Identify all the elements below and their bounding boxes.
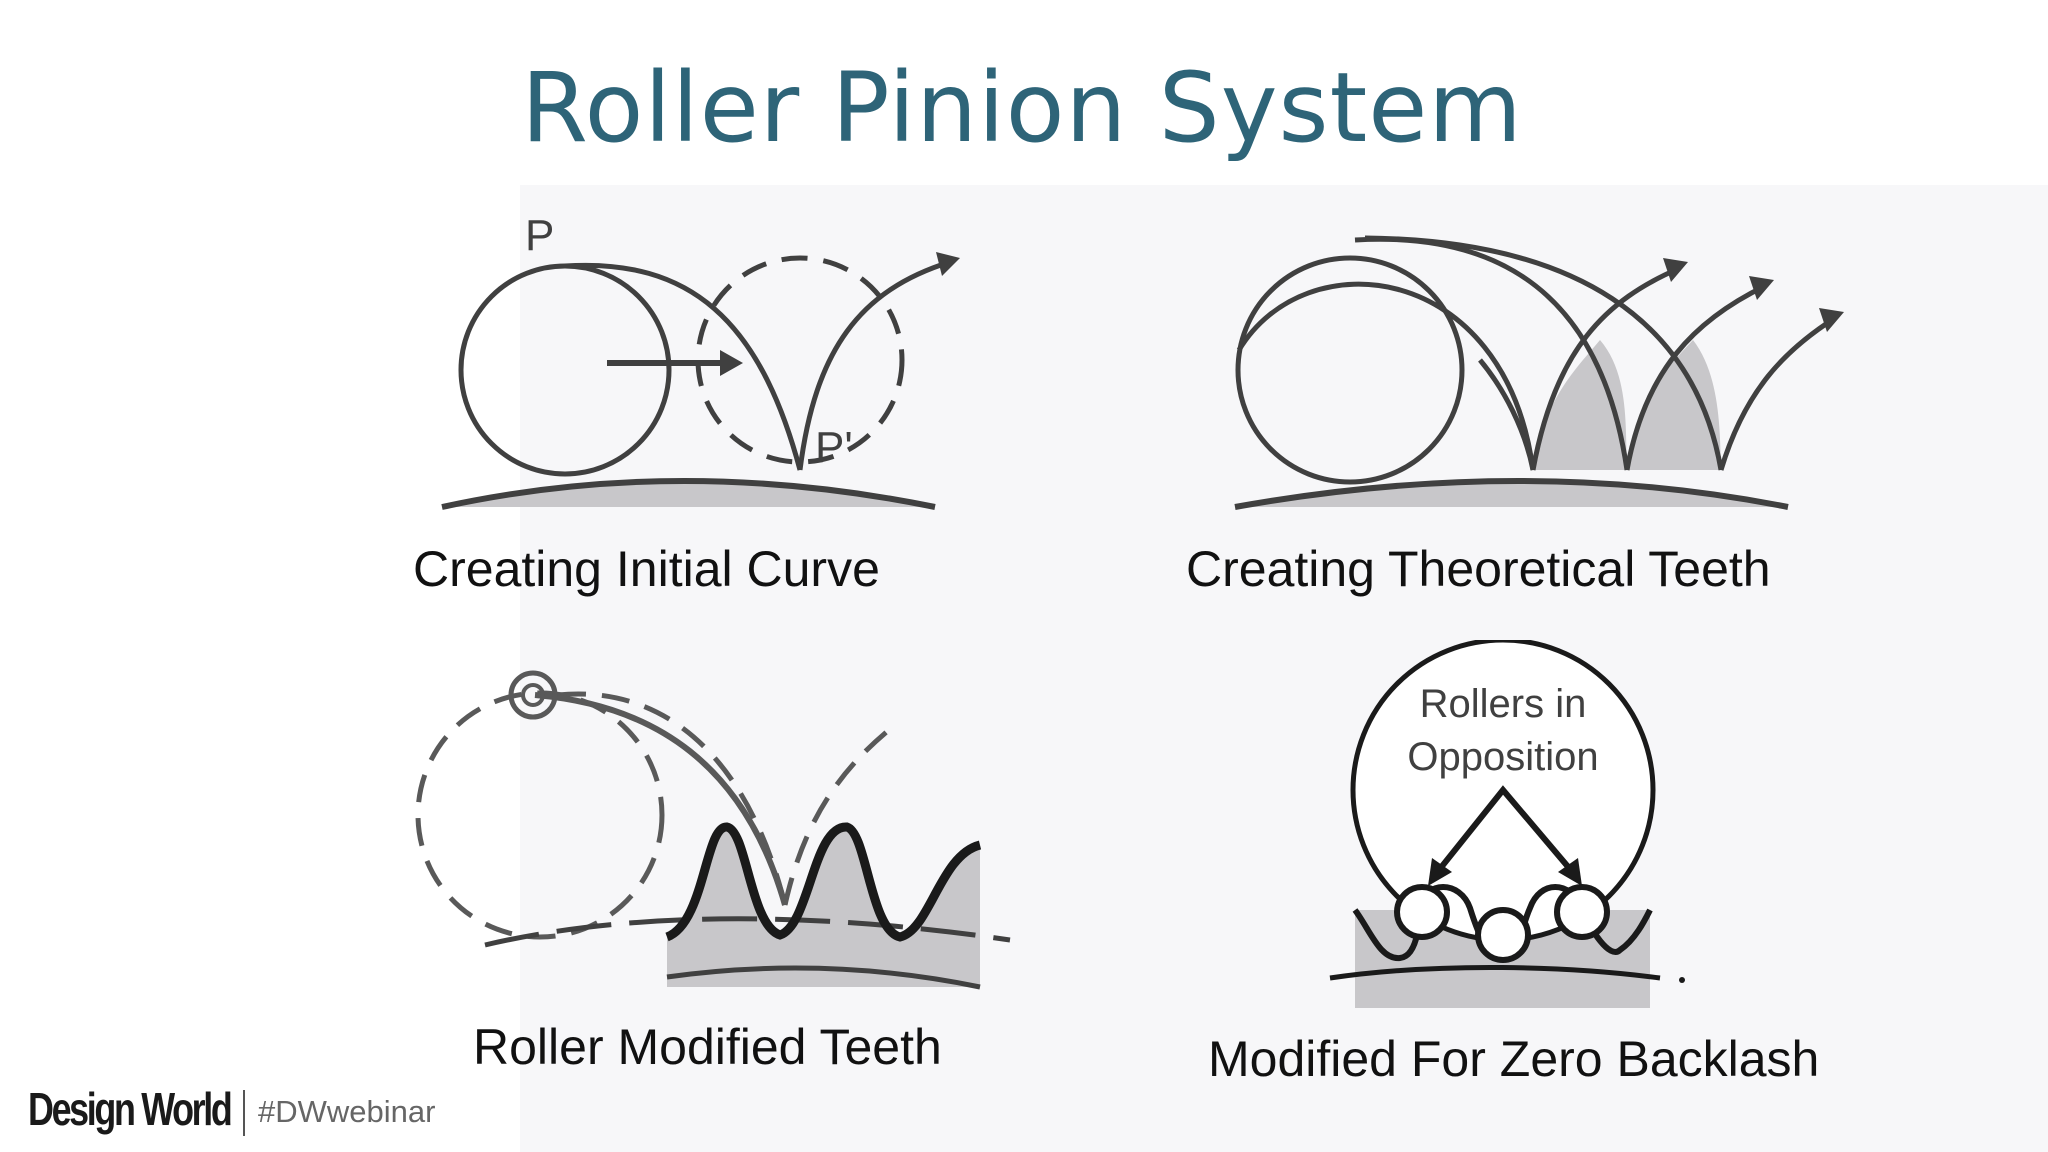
lower-base-curve [666, 965, 981, 990]
base-curve [1234, 478, 1789, 510]
design-world-logo: Design World [28, 1083, 233, 1135]
small-roller-inner [521, 683, 545, 707]
motion-arrow-head [720, 350, 743, 376]
teeth-fill [667, 826, 980, 937]
slide-title: Roller Pinion System [0, 52, 2048, 164]
arrow-head-left [1428, 858, 1452, 886]
caption-initial-curve: Creating Initial Curve [413, 541, 880, 597]
caption-theoretical-teeth: Creating Theoretical Teeth [1186, 541, 1771, 597]
base-curve [441, 478, 936, 510]
arrow-curve-3 [1718, 315, 1837, 471]
caption-roller-modified-teeth: Roller Modified Teeth [473, 1019, 942, 1075]
arrow-head-1 [1663, 258, 1688, 282]
initial-curve [564, 262, 803, 471]
arrow-head-right [1558, 858, 1582, 886]
small-roller-outer [508, 670, 558, 720]
modified-teeth-outline [664, 822, 982, 942]
roller-right [1554, 884, 1610, 940]
dashed-base [484, 916, 1011, 948]
roller-circle [458, 263, 672, 477]
slide-title-text: Roller Pinion System [521, 52, 1523, 164]
roller-left [1394, 884, 1450, 940]
label-p-prime: P' [815, 423, 853, 472]
label-opposition: Opposition [1407, 735, 1598, 779]
diagram-roller-modified-teeth [415, 670, 1011, 990]
base-line [1329, 964, 1661, 981]
tooth-curve-a [1236, 281, 1536, 471]
curve-arrow-head [936, 252, 960, 276]
arrow-head-3 [1819, 308, 1844, 332]
label-rollers-in: Rollers in [1420, 682, 1587, 726]
arrow-curve-1 [1530, 265, 1681, 471]
base-dot [1679, 977, 1685, 983]
dashed-path-b [782, 723, 897, 906]
tooth-fill-2 [1627, 340, 1721, 470]
roller-center [1475, 907, 1531, 963]
caption-zero-backlash: Modified For Zero Backlash [1208, 1031, 1820, 1087]
footer-hashtag: #DWwebinar [258, 1094, 436, 1129]
footer-divider [243, 1090, 245, 1136]
roller-dashed-circle [415, 690, 665, 940]
tooth-fill-1 [1533, 340, 1627, 470]
arrow-curve-2 [1624, 283, 1767, 471]
roller-path [534, 692, 788, 906]
roller-circle [1235, 255, 1465, 485]
diagram-initial-curve: P P' [441, 211, 960, 510]
label-p: P [525, 211, 554, 260]
diagram-zero-backlash: Rollers in Opposition [1329, 640, 1685, 1008]
opposition-arrows [1432, 785, 1578, 877]
curve-arrow [797, 259, 951, 471]
diagram-theoretical-teeth [1234, 235, 1844, 510]
arrow-head-2 [1749, 276, 1774, 300]
tooth-curve-c [1364, 235, 1724, 471]
flank-left [1478, 358, 1536, 471]
